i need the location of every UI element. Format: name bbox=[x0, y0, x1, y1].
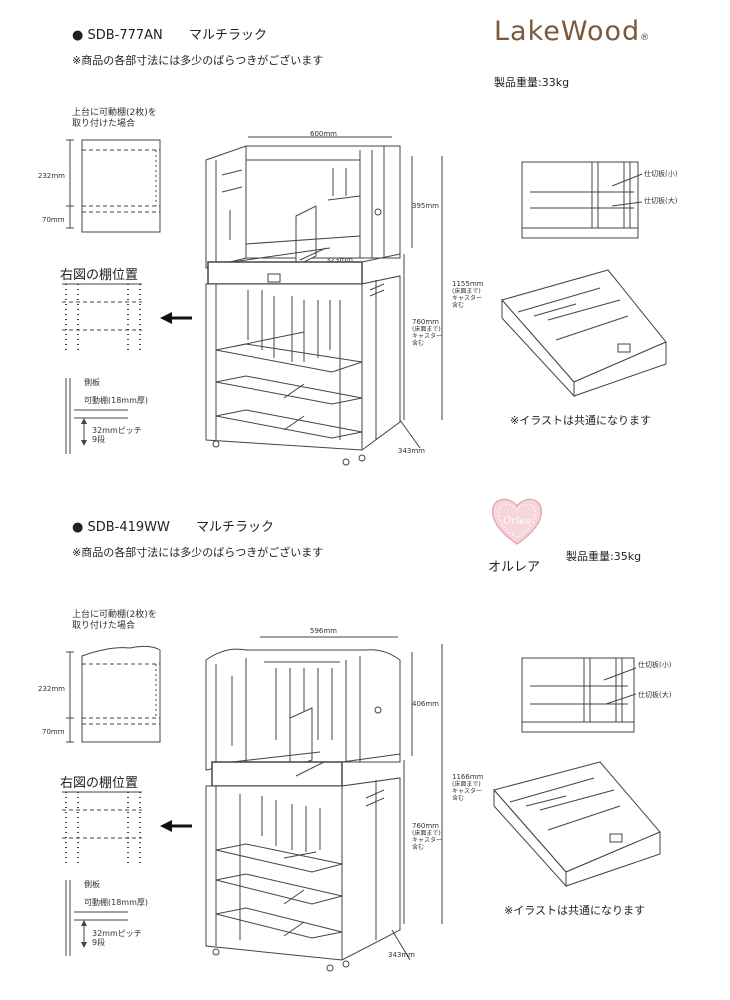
top-shelf-caption-1: 上台に可動棚(2枚)を 取り付けた場合 bbox=[72, 108, 157, 129]
legend-side-1: 側板 bbox=[84, 378, 100, 387]
orlea-heart-logo: Orlea bbox=[489, 494, 545, 546]
product-2-model: SDB-419WW bbox=[87, 520, 170, 535]
divider-small-1: 仕切板(小) bbox=[644, 170, 678, 178]
dim-right1-1: 395mm bbox=[412, 202, 439, 210]
shelf-pos-title-2: 右図の棚位置 bbox=[60, 776, 139, 791]
dim-depth-top-1: 323mm bbox=[326, 256, 353, 264]
product-1-note: ※商品の各部寸法には多少のばらつきがございます bbox=[72, 54, 324, 67]
divider-large-2: 仕切板(大) bbox=[638, 691, 672, 699]
arrow-left-icon-2 bbox=[160, 820, 192, 832]
bullet-icon: ● bbox=[72, 28, 84, 43]
product-2-type: マルチラック bbox=[196, 520, 275, 535]
divider-small-2: 仕切板(小) bbox=[638, 661, 672, 669]
divider-large-1: 仕切板(大) bbox=[644, 197, 678, 205]
product-1-type: マルチラック bbox=[188, 28, 267, 43]
shelf-position-diagram-2 bbox=[62, 791, 142, 864]
drawer-divider-view-1 bbox=[521, 161, 643, 239]
dim-right3-1: 760mm bbox=[412, 318, 439, 326]
bullet-icon: ● bbox=[72, 520, 84, 535]
product-1-model: SDB-777AN bbox=[87, 28, 163, 43]
product-1-weight: 製品重量:33kg bbox=[494, 76, 570, 89]
dim-232-1: 232mm bbox=[38, 172, 65, 180]
orlea-kana: オルレア bbox=[488, 560, 541, 575]
drawer-perspective-2 bbox=[493, 761, 661, 888]
dim-right2-2: 1166mm bbox=[452, 773, 484, 781]
arrow-left-icon-1 bbox=[160, 312, 192, 324]
dim-depth-2: 343mm bbox=[388, 951, 415, 959]
dim-width-2: 596mm bbox=[310, 627, 337, 635]
top-shelf-caption-2: 上台に可動棚(2枚)を 取り付けた場合 bbox=[72, 610, 157, 631]
dim-right3-2: 760mm bbox=[412, 822, 439, 830]
top-shelf-diagram-2 bbox=[66, 645, 161, 743]
logo-mark: ® bbox=[640, 33, 651, 43]
dim-70-1: 70mm bbox=[42, 216, 65, 224]
dim-70-2: 70mm bbox=[42, 728, 65, 736]
dim-right3-note-2: (床面まで) キャスター 含む bbox=[412, 830, 443, 852]
drawer-divider-view-2 bbox=[521, 657, 637, 733]
dim-width-1: 600mm bbox=[310, 130, 337, 138]
top-shelf-diagram-1 bbox=[66, 139, 161, 233]
logo-text: LakeWood bbox=[494, 16, 641, 47]
dim-right2-1: 1155mm bbox=[452, 280, 484, 288]
product-2-heading: ● SDB-419WW マルチラック bbox=[72, 516, 274, 535]
legend-movable-1: 可動棚(18mm厚) bbox=[84, 396, 149, 405]
dim-right2-note-2: (床面まで) キャスター 含む bbox=[452, 781, 483, 803]
rack-illustration-1 bbox=[205, 136, 443, 466]
product-2-weight: 製品重量:35kg bbox=[566, 550, 642, 563]
dim-right1-2: 406mm bbox=[412, 700, 439, 708]
dim-right3-note-1: (床面まで) キャスター 含む bbox=[412, 326, 443, 348]
drawer-perspective-1 bbox=[501, 269, 667, 398]
shelf-pos-title-1: 右図の棚位置 bbox=[60, 268, 139, 283]
lakewood-logo: LakeWood® bbox=[494, 16, 650, 47]
shelf-position-diagram-1 bbox=[62, 283, 142, 354]
product-1-heading: ● SDB-777AN マルチラック bbox=[72, 24, 267, 43]
legend-diagram-1 bbox=[65, 378, 128, 454]
rack-illustration-2 bbox=[205, 636, 443, 972]
product-2-note: ※商品の各部寸法には多少のばらつきがございます bbox=[72, 546, 324, 559]
legend-pitch-2: 32mmピッチ 9段 bbox=[92, 929, 142, 948]
dim-depth-1: 343mm bbox=[398, 447, 425, 455]
legend-movable-2: 可動棚(18mm厚) bbox=[84, 898, 149, 907]
legend-pitch-1: 32mmピッチ 9段 bbox=[92, 426, 142, 445]
shared-note-1: ※イラストは共通になります bbox=[510, 414, 651, 427]
dim-232-2: 232mm bbox=[38, 685, 65, 693]
orlea-script: Orlea bbox=[503, 516, 531, 527]
legend-diagram-2 bbox=[65, 880, 128, 956]
shared-note-2: ※イラストは共通になります bbox=[504, 904, 645, 917]
dim-right2-note-1: (床面まで) キャスター 含む bbox=[452, 288, 483, 310]
legend-side-2: 側板 bbox=[84, 880, 100, 889]
